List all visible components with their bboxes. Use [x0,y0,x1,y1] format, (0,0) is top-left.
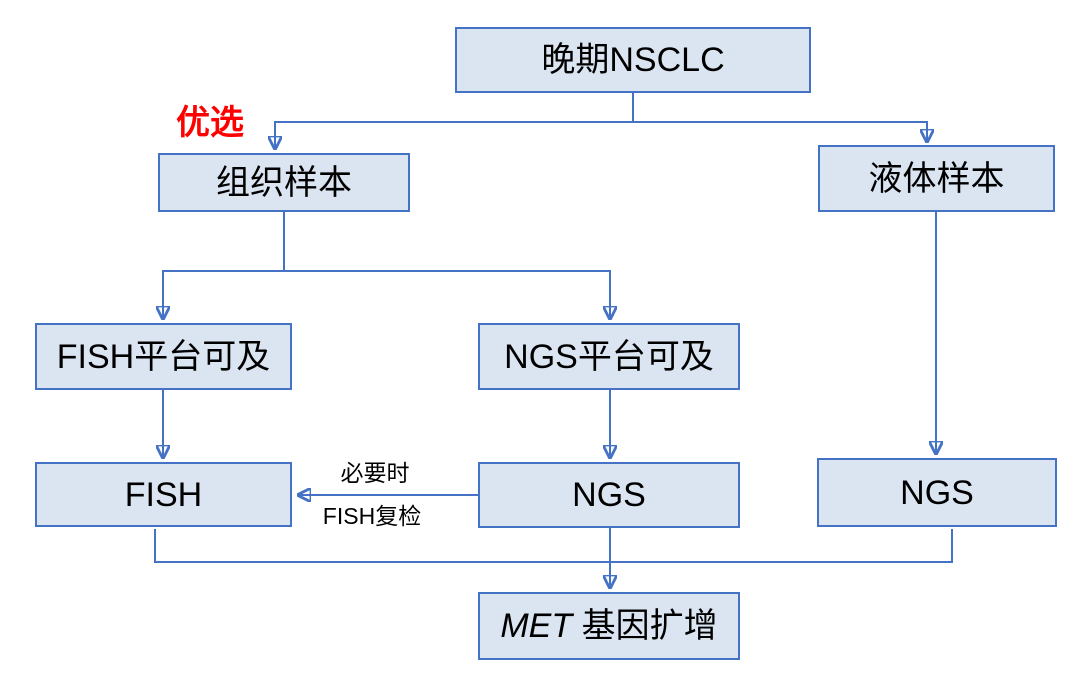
node-met-amplification-label-rest: 基因扩增 [581,607,718,645]
node-fish-platform-label: FISH平台可及 [56,337,271,376]
node-fish-platform: FISH平台可及 [35,323,292,390]
node-met-amplification-label-italic: MET [500,607,573,645]
label-preferred: 优选 [176,104,244,142]
node-ngs-platform-label: NGS平台可及 [504,337,714,376]
node-tissue-sample-label: 组织样本 [216,163,352,202]
node-liquid-sample-label: 液体样本 [868,159,1005,198]
connector-bottom-collector [154,529,953,563]
node-tissue-sample: 组织样本 [158,153,410,212]
label-recheck-when-necessary: 必要时 [340,460,410,486]
label-recheck-fish: FISH复检 [322,503,422,529]
node-liquid-sample: 液体样本 [818,145,1055,212]
node-advanced-nsclc: 晚期NSCLC [455,27,811,93]
node-ngs-tissue-label: NGS [572,476,646,514]
node-met-amplification: MET 基因扩增 [478,592,740,660]
node-ngs-platform: NGS平台可及 [478,323,740,390]
node-fish: FISH [35,462,292,527]
node-ngs-tissue: NGS [478,462,740,528]
node-fish-label: FISH [124,475,203,514]
node-ngs-liquid: NGS [817,458,1057,527]
node-advanced-nsclc-label: 晚期NSCLC [541,41,725,79]
node-ngs-liquid-label: NGS [900,473,974,512]
